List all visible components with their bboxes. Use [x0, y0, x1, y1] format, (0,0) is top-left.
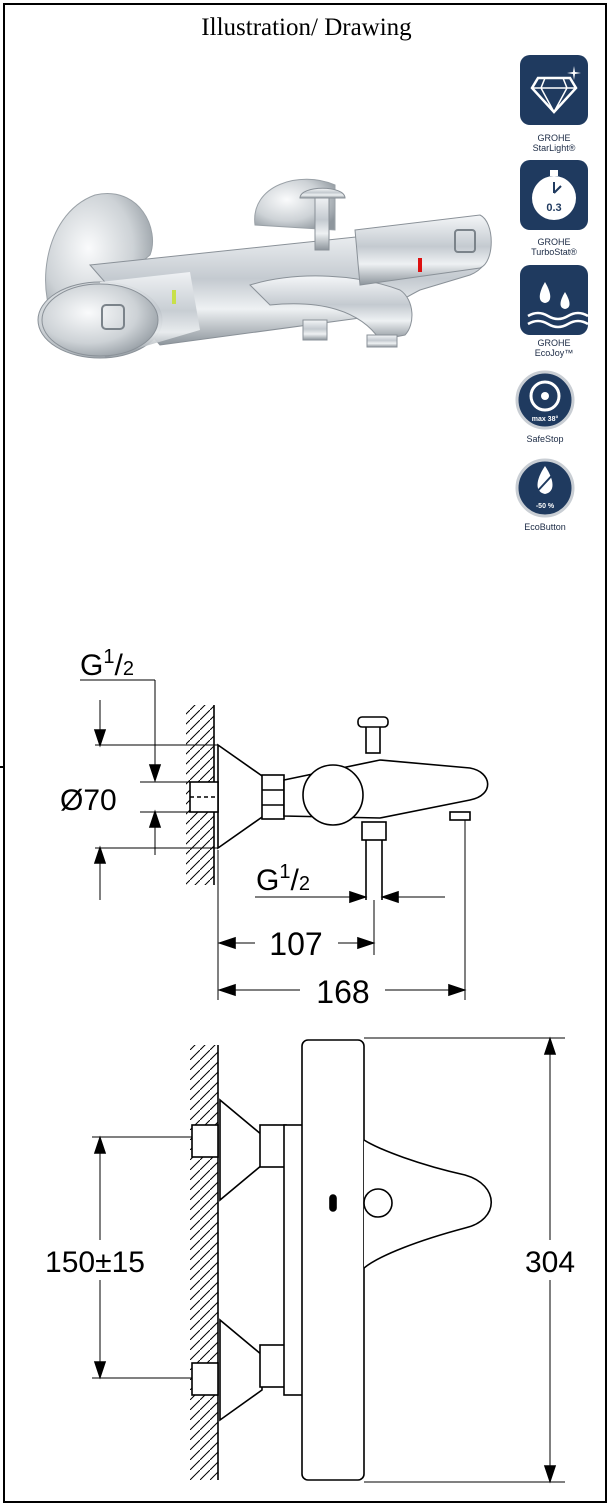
diameter-label: Ø70	[60, 784, 117, 817]
page-title: Illustration/ Drawing	[201, 14, 412, 41]
badge-ecojoy-line2: EcoJoy™	[535, 348, 574, 358]
badge-turbostat-value: 0.3	[546, 202, 561, 214]
eco-drop-icon	[532, 466, 558, 497]
badge-turbostat: 0.3 GROHE TurboStat®	[520, 160, 588, 257]
spacing-label: 150±15	[45, 1246, 145, 1279]
thread-top-label: G1/2	[80, 646, 134, 682]
thread-bottom-label: G1/2	[256, 861, 310, 897]
page-frame	[3, 3, 607, 1503]
height-label: 304	[525, 1246, 575, 1279]
badge-ecojoy-line1: GROHE	[537, 338, 570, 348]
badge-safestop-value: max 38°	[532, 415, 559, 423]
badge-starlight: GROHE StarLight®	[520, 55, 588, 153]
badge-starlight-line1: GROHE	[537, 133, 570, 143]
side-view-drawing	[80, 679, 489, 1000]
front-view-drawing	[92, 1036, 565, 1484]
dim-107-label: 107	[269, 926, 322, 962]
badge-turbostat-line1: GROHE	[537, 237, 570, 247]
badge-starlight-line2: StarLight®	[533, 143, 576, 153]
diamond-icon	[530, 66, 581, 114]
badge-ecojoy: GROHE EcoJoy™	[520, 265, 589, 358]
edge-tick	[0, 766, 5, 768]
product-image	[37, 178, 492, 359]
temperature-dial-icon	[529, 380, 561, 412]
badge-turbostat-line2: TurboStat®	[531, 247, 577, 257]
badge-safestop: max 38° SafeStop	[515, 370, 575, 444]
badge-safestop-label: SafeStop	[526, 434, 563, 444]
badge-ecobutton-label: EcoButton	[524, 522, 566, 532]
water-drops-icon	[527, 282, 589, 329]
dim-168-label: 168	[316, 974, 369, 1010]
badge-ecobutton-value: -50 %	[536, 503, 555, 510]
badge-ecobutton: -50 % EcoButton	[515, 458, 575, 532]
stopwatch-icon	[532, 170, 576, 220]
